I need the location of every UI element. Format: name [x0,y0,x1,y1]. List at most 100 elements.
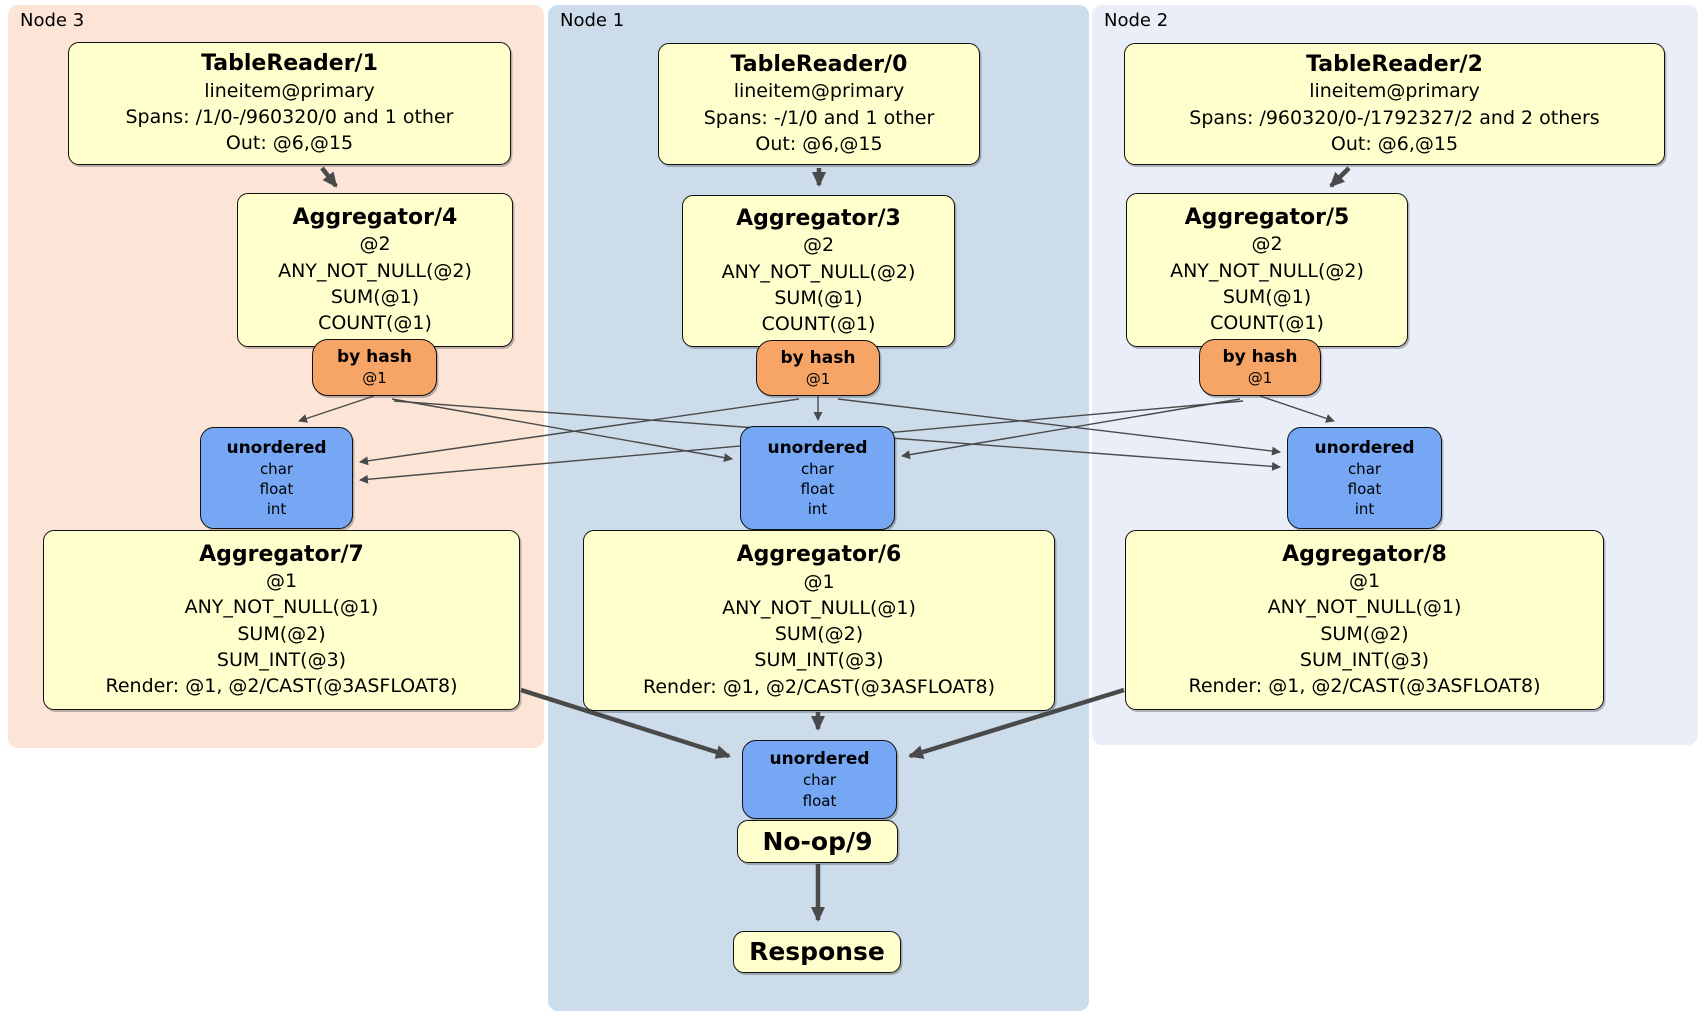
box-line: SUM(@1) [774,286,863,309]
box-line: float [259,479,294,498]
unordered-sync-mid-box: unordered char float int [740,426,895,530]
edge-tr1-agg4 [320,166,338,188]
aggregator-3-box: Aggregator/3 @2 ANY_NOT_NULL(@2) SUM(@1)… [682,195,955,347]
box-line: SUM(@2) [237,622,326,645]
box-title: Aggregator/8 [1282,541,1447,567]
box-line: SUM(@2) [774,623,864,646]
edge-tr2-agg5 [1329,166,1351,188]
box-line: ANY_NOT_NULL(@1) [1267,596,1462,619]
edge-hashR-unM [901,398,1241,460]
box-line: Spans: -/1/0 and 1 other [703,106,935,129]
box-line: @1 [265,570,298,593]
box-line: float [1347,479,1382,498]
box-title: Aggregator/5 [1184,204,1350,230]
unordered-sync-bottom-box: unordered char float [742,740,897,819]
box-line: lineitem@primary [204,79,375,102]
node-3-label: Node 3 [20,10,85,31]
box-line: char [800,459,835,478]
box-line: @1 [1247,369,1273,388]
box-title: unordered [769,749,870,770]
box-line: @2 [802,234,835,257]
edge-hashM-unR [837,398,1281,456]
hash-router-left-box: by hash @1 [312,339,437,396]
box-line: SUM(@1) [1222,285,1312,308]
box-line: @1 [1348,570,1381,593]
edge-hashL-unL [298,395,375,423]
box-title: unordered [1314,437,1415,458]
box-line: int [1354,500,1375,519]
aggregator-7-box: Aggregator/7 @1 ANY_NOT_NULL(@1) SUM(@2)… [43,530,520,710]
hash-router-mid-box: by hash @1 [756,340,880,396]
edge-hashR-unR [1259,395,1335,423]
box-line: @2 [1251,233,1283,256]
box-title: TableReader/0 [730,51,908,77]
box-title: unordered [226,437,327,458]
box-title: by hash [780,347,856,368]
aggregator-5-box: Aggregator/5 @2 ANY_NOT_NULL(@2) SUM(@1)… [1126,193,1408,347]
box-line: float [800,479,835,498]
box-line: SUM_INT(@3) [1299,648,1430,671]
box-line: char [802,771,837,790]
box-title: TableReader/1 [201,51,378,77]
box-line: char [1347,459,1382,478]
noop-9-box: No-op/9 [737,820,898,863]
hash-router-right-box: by hash @1 [1199,339,1321,396]
box-line: COUNT(@1) [1210,311,1324,334]
box-line: @1 [362,369,387,388]
box-line: @1 [805,369,831,388]
box-line: ANY_NOT_NULL(@1) [184,596,379,619]
box-line: SUM_INT(@3) [216,648,347,671]
box-line: SUM(@1) [330,285,420,308]
tablereader-2-box: TableReader/2 lineitem@primary Spans: /9… [1124,43,1665,165]
unordered-sync-left-box: unordered char float int [200,427,353,529]
box-line: ANY_NOT_NULL(@2) [721,260,916,283]
box-line: lineitem@primary [733,80,905,103]
box-line: lineitem@primary [1309,80,1480,103]
box-line: Render: @1, @2/CAST(@3ASFLOAT8) [643,675,995,698]
response-box: Response [733,931,901,973]
box-title: TableReader/2 [1306,51,1483,77]
box-line: Out: @6,@15 [225,132,354,155]
box-title: Aggregator/3 [736,205,901,231]
box-line: ANY_NOT_NULL(@2) [278,259,472,282]
box-line: Render: @1, @2/CAST(@3ASFLOAT8) [1188,675,1541,698]
box-line: int [807,500,828,519]
box-line: Out: @6,@15 [755,132,883,155]
box-title: Aggregator/6 [736,542,902,568]
box-line: SUM_INT(@3) [754,649,884,672]
box-line: COUNT(@1) [761,312,876,335]
box-title: by hash [337,347,412,368]
aggregator-6-box: Aggregator/6 @1 ANY_NOT_NULL(@1) SUM(@2)… [583,530,1055,711]
box-title: Aggregator/7 [199,541,364,567]
node-1-label: Node 1 [560,10,625,31]
box-line: Out: @6,@15 [1330,132,1459,155]
edge-hashM-unL [359,398,800,466]
box-title: unordered [767,437,868,458]
edge-agg7-unordered [520,687,731,759]
box-title: No-op/9 [762,826,873,856]
box-line: Render: @1, @2/CAST(@3ASFLOAT8) [105,675,458,698]
box-line: Spans: /1/0-/960320/0 and 1 other [125,106,454,129]
tablereader-1-box: TableReader/1 lineitem@primary Spans: /1… [68,42,511,165]
box-line: @2 [359,233,391,256]
box-title: Aggregator/4 [292,204,458,230]
box-title: Response [749,937,885,967]
aggregator-4-box: Aggregator/4 @2 ANY_NOT_NULL(@2) SUM(@1)… [237,193,513,347]
node-2-label: Node 2 [1104,10,1169,31]
box-line: SUM(@2) [1320,622,1409,645]
tablereader-0-box: TableReader/0 lineitem@primary Spans: -/… [658,43,980,165]
box-line: int [266,500,287,519]
box-line: Spans: /960320/0-/1792327/2 and 2 others [1189,106,1600,129]
aggregator-8-box: Aggregator/8 @1 ANY_NOT_NULL(@1) SUM(@2)… [1125,530,1604,710]
box-line: @1 [803,570,835,593]
edge-agg8-unordered [908,687,1125,759]
box-line: ANY_NOT_NULL(@1) [722,596,916,619]
box-line: COUNT(@1) [318,311,432,334]
box-line: ANY_NOT_NULL(@2) [1170,259,1364,282]
box-line: float [802,791,837,810]
unordered-sync-right-box: unordered char float int [1287,427,1442,529]
box-title: by hash [1222,347,1298,368]
box-line: char [259,459,294,478]
